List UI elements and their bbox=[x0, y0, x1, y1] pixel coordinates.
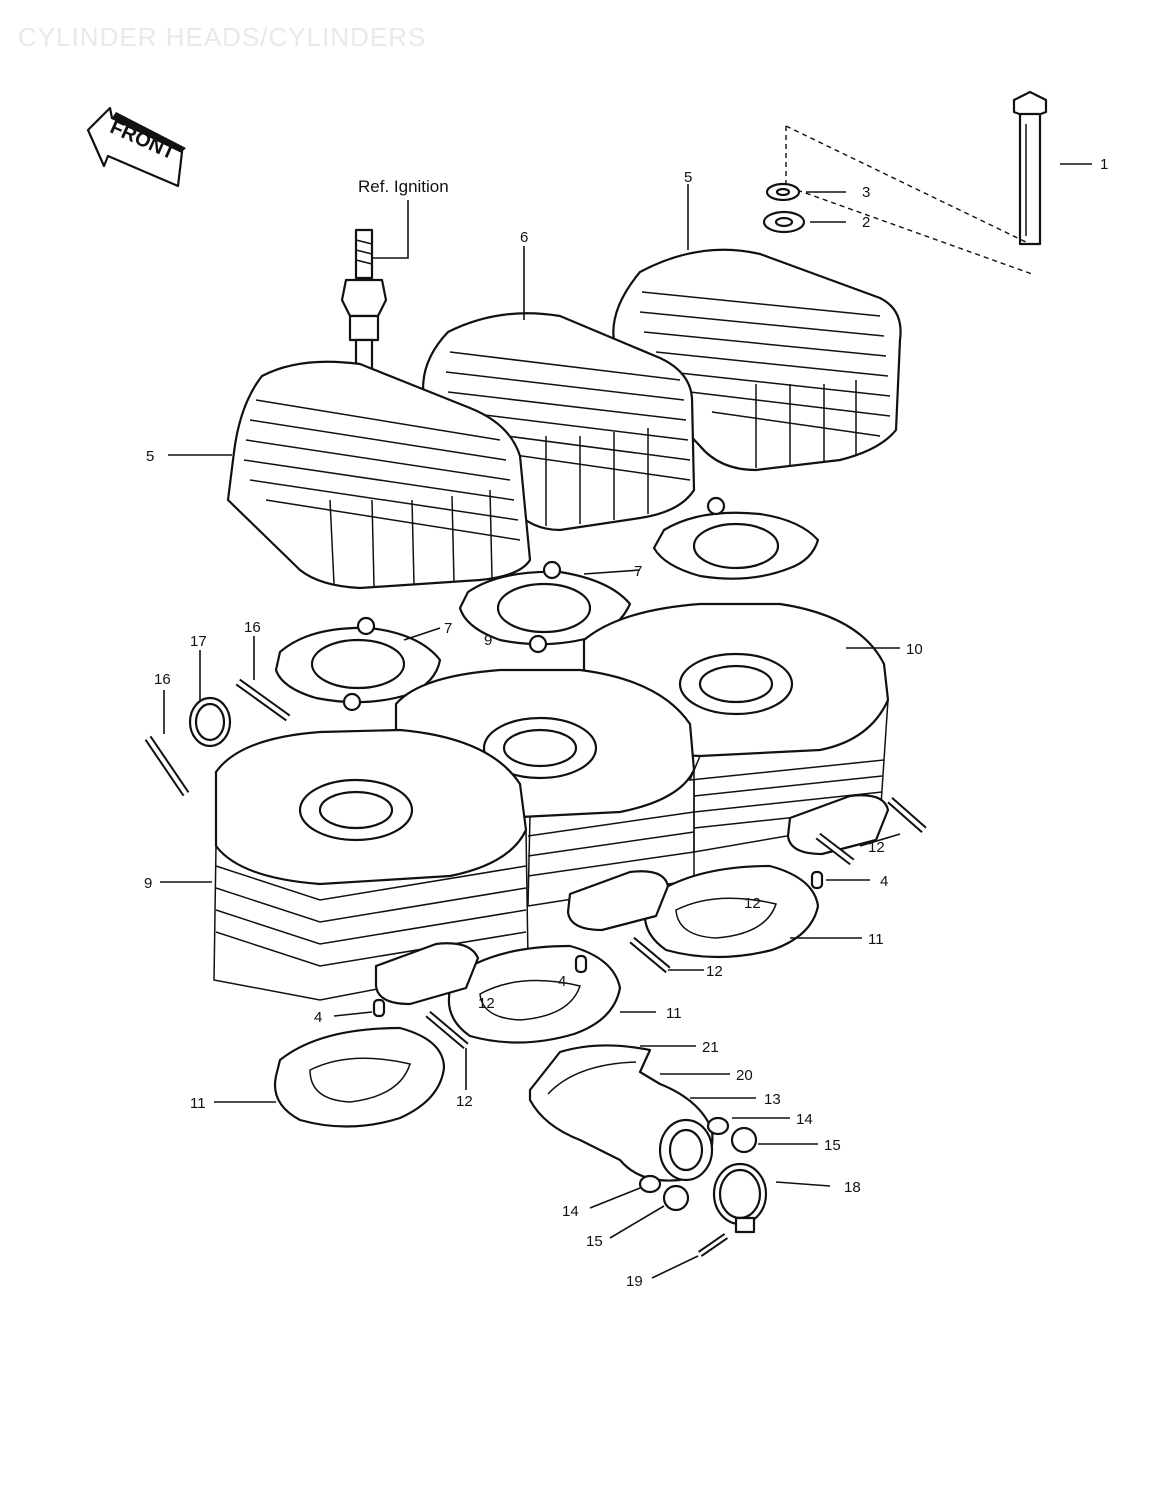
callout-9-left: 9 bbox=[144, 875, 152, 892]
callout-12-upper: 12 bbox=[744, 895, 761, 912]
callout-11-right: 11 bbox=[868, 931, 884, 948]
callout-2: 2 bbox=[862, 214, 870, 231]
ref-ignition-note: Ref. Ignition bbox=[358, 177, 449, 196]
callout-20: 20 bbox=[736, 1067, 753, 1084]
callout-12-lower: 12 bbox=[456, 1093, 473, 1110]
callout-3: 3 bbox=[862, 184, 870, 201]
callout-12-center: 12 bbox=[478, 995, 495, 1012]
callout-5-left: 5 bbox=[146, 448, 154, 465]
callout-14-right: 14 bbox=[796, 1111, 813, 1128]
hose-clamp bbox=[712, 1162, 768, 1234]
callout-4-right: 4 bbox=[880, 873, 888, 890]
page-title: CYLINDER HEADS/CYLINDERS bbox=[18, 22, 427, 52]
dowel-pin-b bbox=[574, 954, 588, 974]
callout-18: 18 bbox=[844, 1179, 861, 1196]
callout-14-left: 14 bbox=[562, 1203, 579, 1220]
spark-plug bbox=[340, 200, 409, 382]
callout-4-center: 4 bbox=[558, 973, 566, 990]
callout-7-lower: 7 bbox=[444, 620, 452, 637]
intake-gasket-left bbox=[273, 1026, 446, 1128]
stud-12-a bbox=[425, 1010, 469, 1050]
nut-15-b bbox=[662, 1184, 690, 1212]
intake-manifold bbox=[528, 1044, 714, 1182]
callout-4-left: 4 bbox=[314, 1009, 322, 1026]
head-gasket-rear bbox=[652, 496, 820, 580]
front-arrow-icon: FRONT bbox=[86, 106, 186, 188]
head-gasket-front bbox=[274, 616, 442, 712]
dowel-pin-a bbox=[372, 998, 386, 1018]
dowel-pin-c bbox=[810, 870, 824, 890]
callout-17: 17 bbox=[190, 633, 207, 650]
intake-gasket-right bbox=[643, 864, 820, 959]
intake-port-center bbox=[566, 870, 670, 932]
callout-16-upper: 16 bbox=[244, 619, 261, 636]
stud-left-b bbox=[235, 678, 291, 722]
nut bbox=[765, 182, 801, 202]
callout-9-upper: 9 bbox=[484, 632, 492, 649]
callout-12-right: 12 bbox=[868, 839, 885, 856]
stud-left-a bbox=[144, 735, 190, 797]
washer-14-b bbox=[638, 1174, 662, 1194]
cylinder-front bbox=[213, 728, 529, 1001]
clamp-screw bbox=[698, 1233, 728, 1257]
callout-21: 21 bbox=[702, 1039, 719, 1056]
callout-15-left: 15 bbox=[586, 1233, 603, 1250]
callout-15-right: 15 bbox=[824, 1137, 841, 1154]
callout-19: 19 bbox=[626, 1273, 643, 1290]
retaining-ring bbox=[188, 696, 232, 748]
callout-13: 13 bbox=[764, 1091, 781, 1108]
head-gasket-center bbox=[458, 560, 632, 654]
callout-10: 10 bbox=[906, 641, 923, 658]
callout-11-center: 11 bbox=[666, 1005, 682, 1022]
cylinder-head-front bbox=[226, 360, 532, 590]
stud-12-b bbox=[629, 936, 671, 974]
head-bolt bbox=[1012, 90, 1092, 246]
callout-11-left: 11 bbox=[190, 1095, 206, 1112]
callout-6: 6 bbox=[520, 229, 528, 246]
stud-12-d bbox=[887, 797, 927, 833]
callout-16-left: 16 bbox=[154, 671, 171, 688]
callout-12-mid: 12 bbox=[706, 963, 723, 980]
stud-12-c bbox=[815, 832, 855, 866]
intake-port-front bbox=[374, 942, 480, 1006]
nut-15-a bbox=[730, 1126, 758, 1154]
intake-port-rear bbox=[786, 794, 890, 856]
washer-14-a bbox=[706, 1116, 730, 1136]
washer bbox=[762, 210, 806, 234]
callout-1: 1 bbox=[1100, 156, 1108, 173]
callout-7-upper: 7 bbox=[634, 563, 642, 580]
callout-5-right: 5 bbox=[684, 169, 692, 186]
